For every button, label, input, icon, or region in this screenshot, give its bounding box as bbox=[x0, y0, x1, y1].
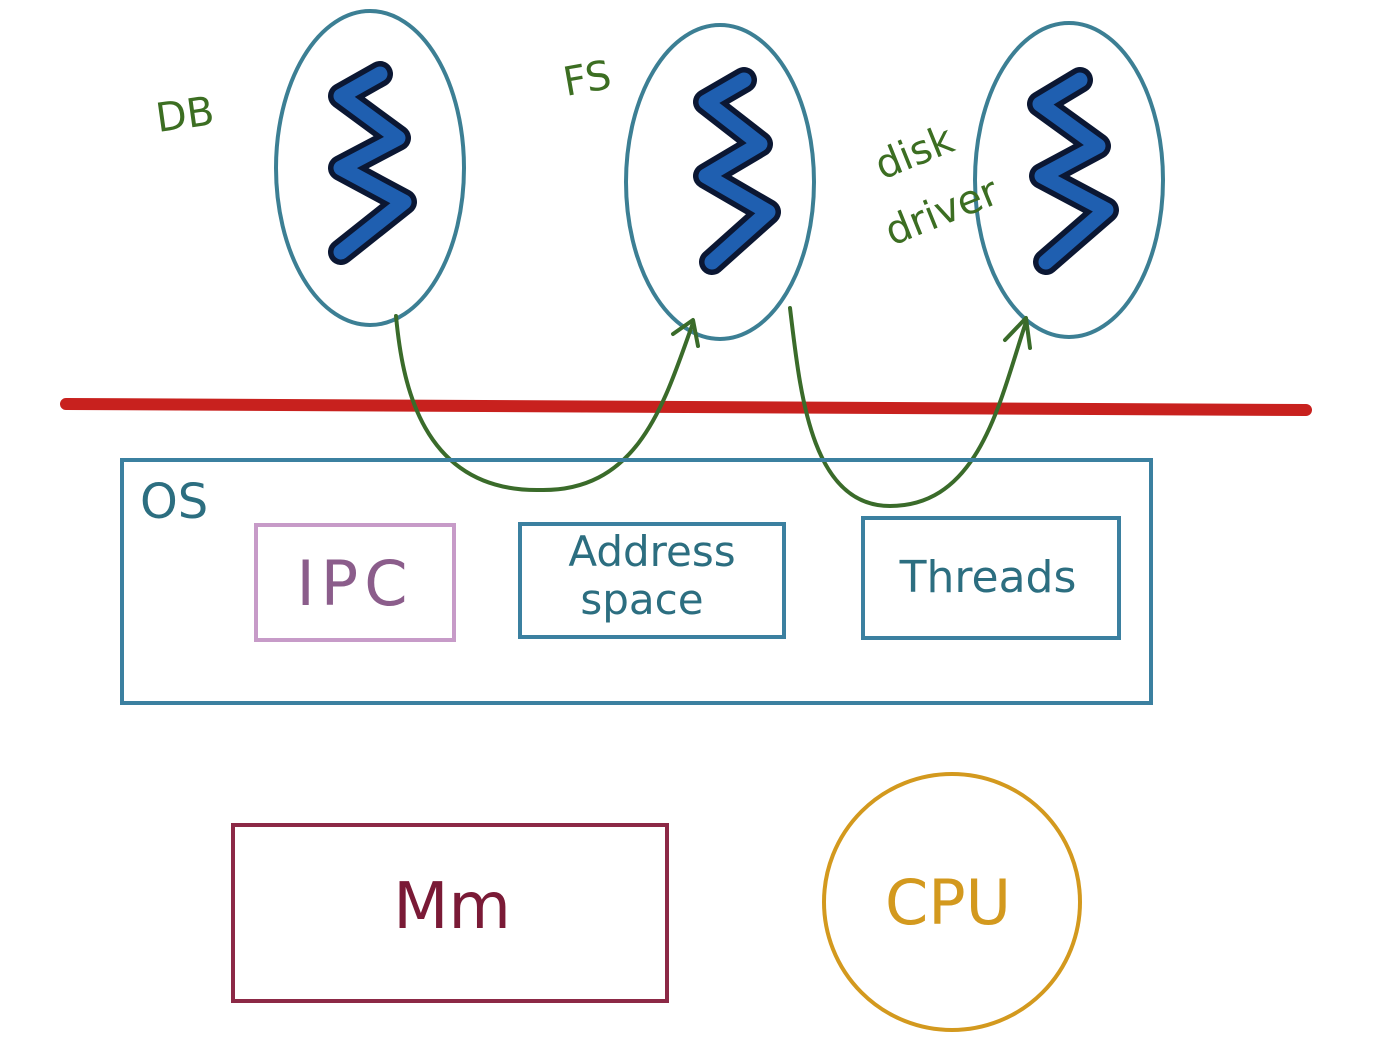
cpu-label: CPU bbox=[885, 866, 1011, 939]
process-disk-driver-label-line1: disk bbox=[869, 116, 962, 189]
threads-label: Threads bbox=[899, 552, 1077, 603]
process-disk-driver: disk driver bbox=[869, 21, 1165, 339]
ipc-arrow-db-to-fs bbox=[394, 314, 695, 493]
thread-fs-squiggle bbox=[698, 72, 776, 270]
process-fs-label: FS bbox=[560, 52, 615, 106]
thread-disk-driver-squiggle bbox=[1032, 72, 1114, 270]
threads-box bbox=[861, 516, 1121, 640]
memory-box bbox=[231, 823, 669, 1003]
address-space-label-line2: space bbox=[580, 575, 703, 624]
process-db-label: DB bbox=[153, 88, 217, 142]
memory-hardware: Mm bbox=[231, 823, 669, 1003]
threads-component: Threads bbox=[861, 516, 1121, 640]
process-fs: FS bbox=[560, 23, 816, 341]
cpu-circle bbox=[822, 772, 1082, 1032]
ipc-path-db-to-fs bbox=[394, 314, 700, 493]
thread-db-squiggle bbox=[333, 66, 412, 260]
ipc-component: IPC bbox=[254, 523, 456, 642]
os-box-outline bbox=[120, 458, 1153, 705]
process-fs-outline bbox=[624, 23, 816, 341]
address-space-box bbox=[518, 522, 786, 639]
os-label: OS bbox=[140, 474, 208, 530]
ipc-arrow-fs-to-disk-driver bbox=[788, 306, 1028, 509]
memory-label: Mm bbox=[393, 870, 511, 944]
cpu-hardware: CPU bbox=[822, 772, 1082, 1032]
ipc-path-fs-to-disk-driver bbox=[788, 306, 1032, 509]
ipc-arrowhead-disk-driver bbox=[1003, 316, 1032, 350]
ipc-label: IPC bbox=[297, 547, 414, 620]
process-db: DB bbox=[153, 9, 466, 327]
ipc-arrowhead-fs bbox=[671, 318, 700, 348]
ipc-box bbox=[254, 523, 456, 642]
address-space-label-line1: Address bbox=[568, 527, 735, 576]
process-db-outline bbox=[274, 9, 466, 327]
user-kernel-boundary bbox=[60, 398, 1312, 416]
address-space-component: Address space bbox=[518, 522, 786, 639]
process-disk-driver-outline bbox=[973, 21, 1165, 339]
os-box: OS IPC Address space Threads bbox=[120, 458, 1153, 705]
